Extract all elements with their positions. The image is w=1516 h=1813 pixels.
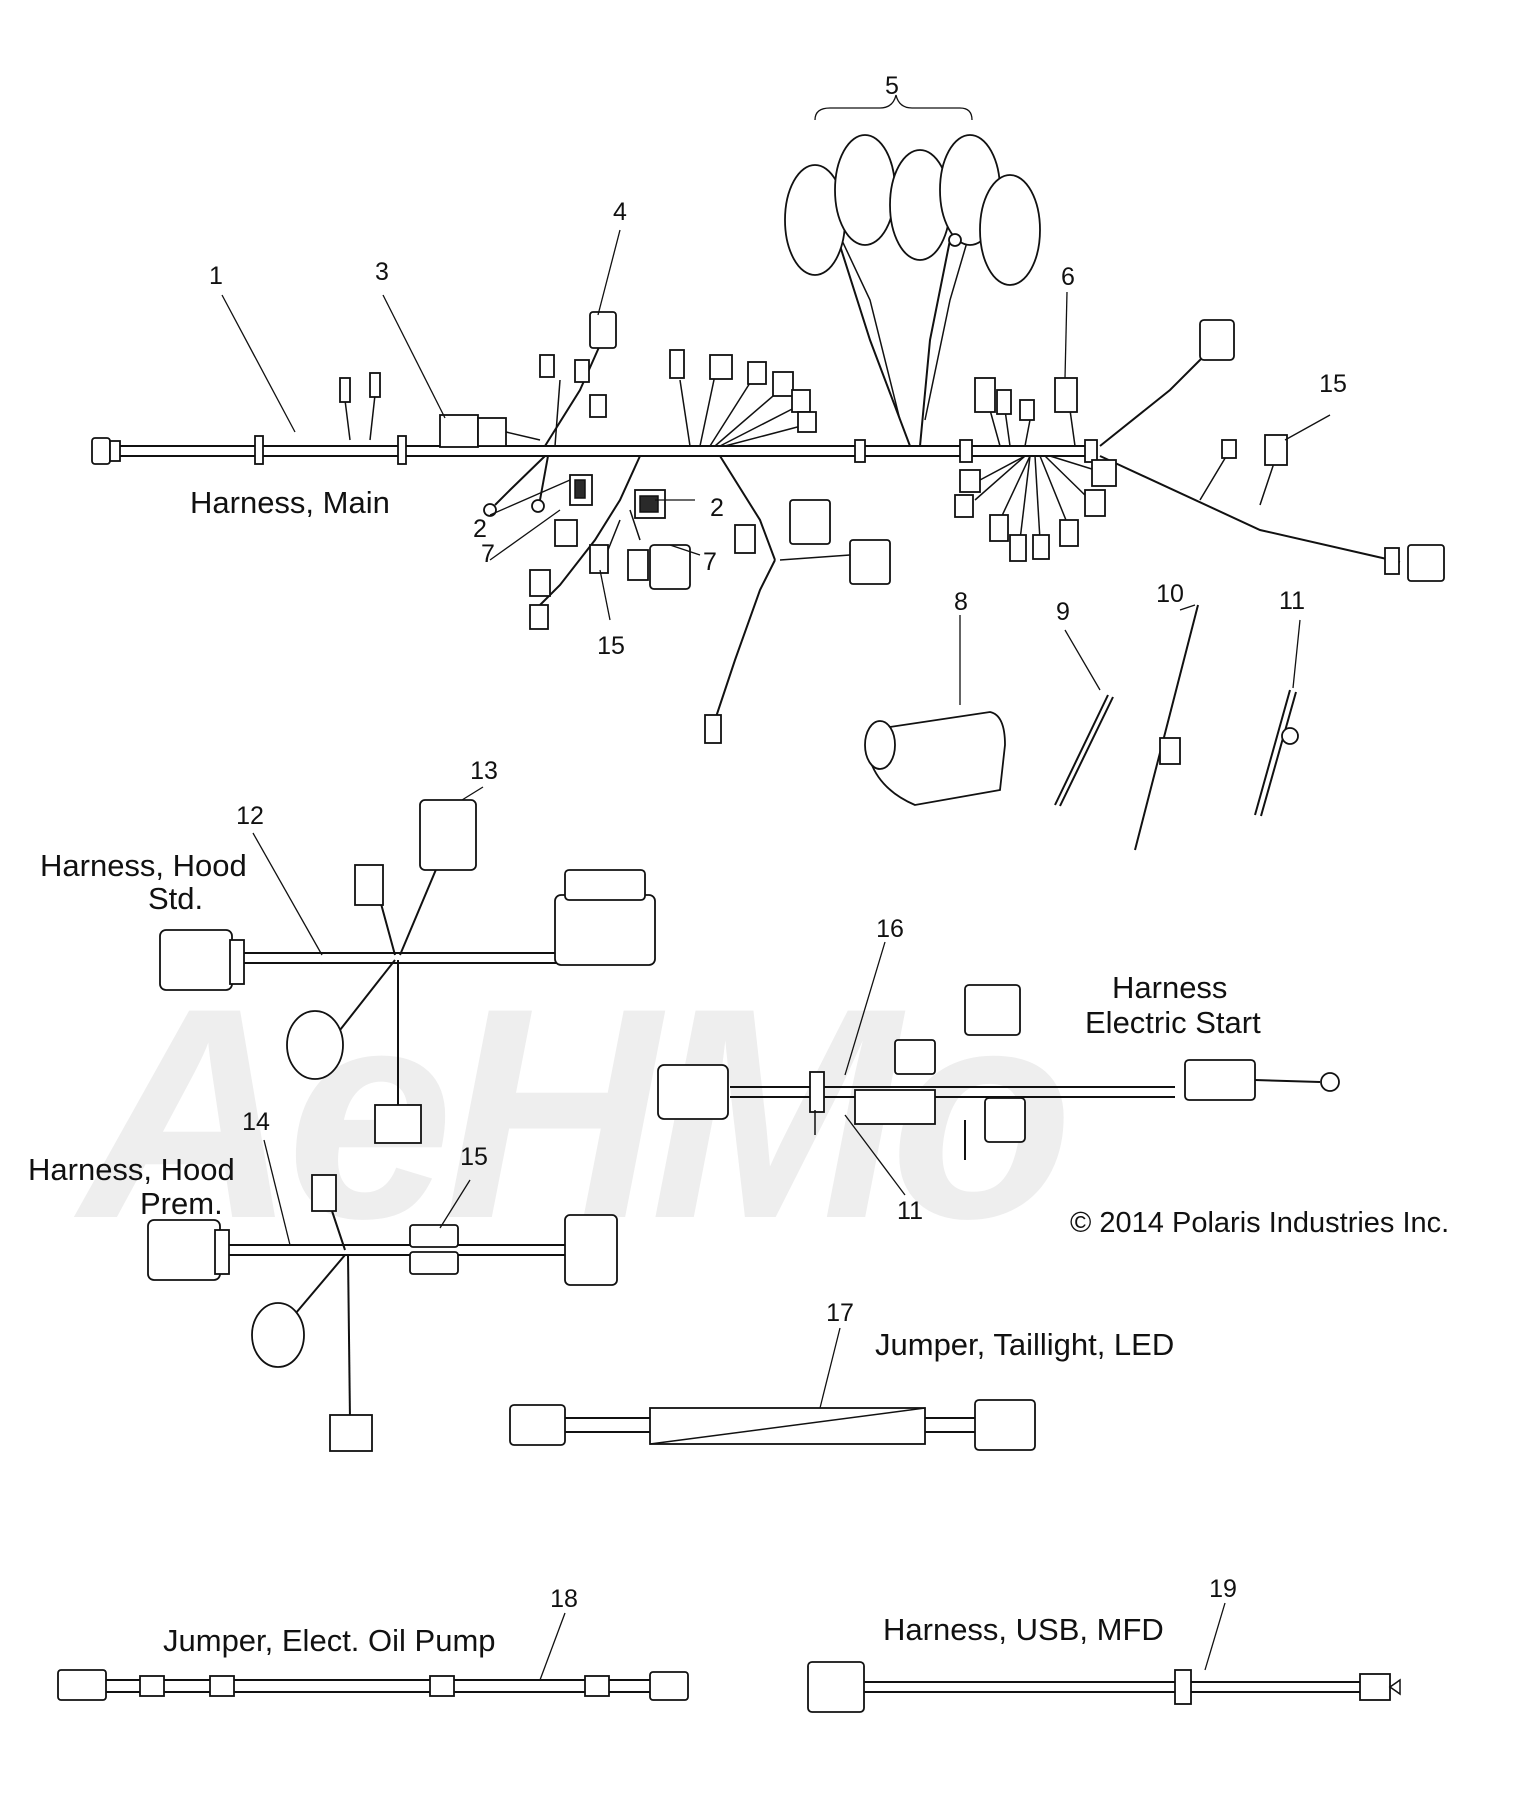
electric-start-harness-drawing [657,984,1340,1160]
label-harness-hood-std-line2: Std. [148,881,204,916]
label-harness-electric-start-line1: Harness [1112,970,1228,1005]
callout-1: 1 [209,262,223,290]
callout-12: 12 [236,802,264,830]
callout-18: 18 [550,1585,578,1613]
callout-11-bottom: 11 [897,1197,923,1225]
callout-15-lower: 15 [597,632,625,660]
copyright-text: © 2014 Polaris Industries Inc. [1070,1207,1450,1239]
callout-2-right: 2 [710,494,724,522]
callout-9: 9 [1056,598,1070,626]
label-harness-hood-prem-line1: Harness, Hood [28,1152,235,1187]
callout-16: 16 [876,915,904,943]
callout-8: 8 [954,588,968,616]
label-harness-hood-std-line1: Harness, Hood [40,848,247,883]
callout-17: 17 [826,1299,854,1327]
callout-15-main: 15 [1319,370,1347,398]
label-harness-hood-prem-line2: Prem. [140,1186,223,1221]
hood-prem-harness-drawing [147,1174,618,1452]
leader-lines [221,229,1331,1681]
callout-2-left: 2 [473,515,487,543]
callout-15-prem: 15 [460,1143,488,1171]
callout-14: 14 [242,1108,270,1136]
label-jumper-oil-pump: Jumper, Elect. Oil Pump [163,1623,496,1658]
callout-5: 5 [885,72,899,100]
fuel-injectors [784,134,1041,286]
callout-6: 6 [1061,263,1075,291]
loose-parts [864,604,1299,851]
callout-4: 4 [613,198,627,226]
label-harness-usb: Harness, USB, MFD [883,1612,1164,1647]
callout-7-left: 7 [481,540,495,568]
callout-13: 13 [470,757,498,785]
label-harness-electric-start-line2: Electric Start [1085,1005,1261,1040]
callout-7-right: 7 [703,548,717,576]
callout-10: 10 [1156,580,1184,608]
usb-harness-drawing [807,1661,1401,1713]
hood-std-harness-drawing [159,799,656,1144]
label-jumper-taillight: Jumper, Taillight, LED [875,1327,1175,1362]
callout-19: 19 [1209,1575,1237,1603]
callout-3: 3 [375,258,389,286]
callout-11-top: 11 [1279,587,1305,615]
taillight-jumper-drawing [509,1399,1036,1451]
main-harness-drawing [91,94,1445,744]
oil-pump-jumper-drawing [57,1669,689,1701]
label-harness-main: Harness, Main [190,485,390,520]
